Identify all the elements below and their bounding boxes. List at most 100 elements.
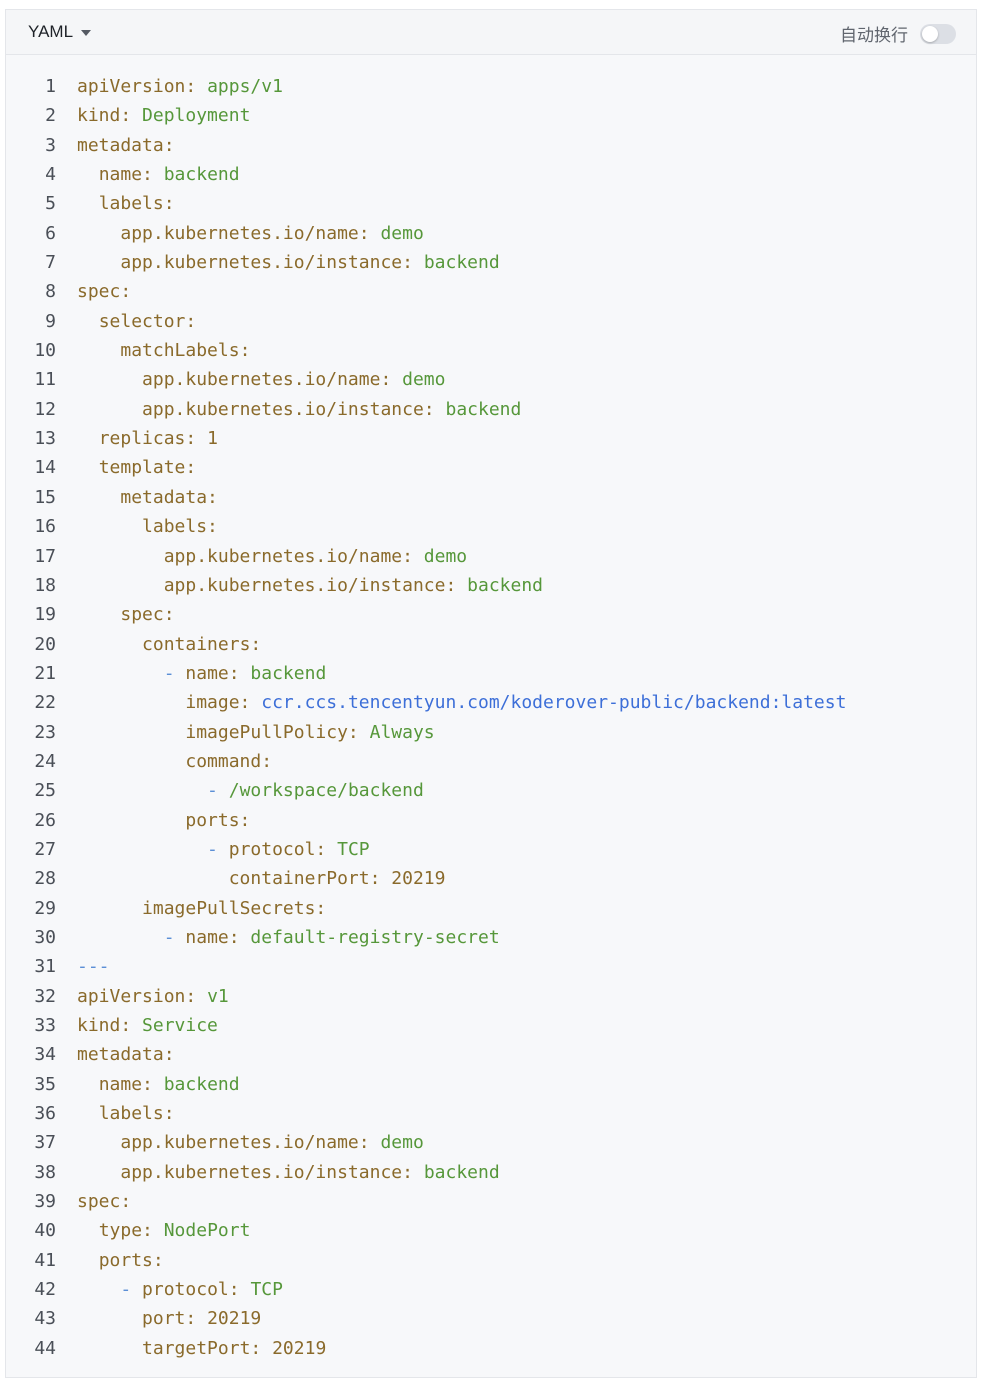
- code-text: containerPort: 20219: [56, 864, 446, 893]
- code-text: - /workspace/backend: [56, 776, 424, 805]
- yaml-key: image:: [185, 692, 251, 714]
- yaml-value: backend: [445, 398, 522, 420]
- code-text: type: NodePort: [56, 1216, 251, 1245]
- list-dash: -: [163, 662, 186, 684]
- auto-wrap-toggle[interactable]: [920, 23, 956, 44]
- code-line: 11 app.kubernetes.io/name: demo: [6, 365, 976, 394]
- code-line: 15 metadata:: [6, 483, 976, 512]
- code-line: 9 selector:: [6, 307, 976, 336]
- yaml-key: app.kubernetes.io/name:: [120, 222, 370, 244]
- code-text: kind: Service: [56, 1011, 218, 1040]
- code-line: 23 imagePullPolicy: Always: [6, 718, 976, 747]
- code-text: ---: [56, 952, 110, 981]
- list-dash: -: [207, 780, 229, 802]
- line-number: 14: [34, 457, 56, 479]
- line-number: 6: [45, 222, 56, 244]
- yaml-key: imagePullSecrets:: [142, 897, 327, 919]
- code-text: imagePullPolicy: Always: [56, 718, 435, 747]
- yaml-key: template:: [98, 457, 197, 479]
- yaml-value: TCP: [337, 838, 370, 860]
- line-number: 10: [34, 340, 56, 362]
- yaml-key: targetPort:: [142, 1337, 262, 1359]
- line-number: 30: [34, 926, 56, 948]
- code-text: replicas: 1: [56, 424, 218, 453]
- yaml-key: imagePullPolicy:: [185, 721, 359, 743]
- code-text: metadata:: [56, 483, 218, 512]
- code-text: template:: [56, 453, 197, 482]
- line-number: 37: [34, 1132, 56, 1154]
- code-line: 42 - protocol: TCP: [6, 1275, 976, 1304]
- code-text: apiVersion: v1: [56, 982, 229, 1011]
- line-number: 39: [34, 1191, 56, 1213]
- yaml-key: app.kubernetes.io/name:: [120, 1132, 370, 1154]
- yaml-key: protocol:: [228, 838, 327, 860]
- code-text: app.kubernetes.io/instance: backend: [56, 395, 521, 424]
- code-text: name: backend: [56, 160, 240, 189]
- yaml-key: apiVersion:: [77, 76, 197, 97]
- yaml-key: app.kubernetes.io/instance:: [120, 252, 413, 274]
- line-number: 13: [34, 428, 56, 450]
- yaml-key: ports:: [98, 1249, 164, 1271]
- yaml-value: 20219: [391, 868, 446, 890]
- code-text: targetPort: 20219: [56, 1334, 326, 1363]
- yaml-key: metadata:: [77, 1044, 175, 1066]
- yaml-value: backend: [163, 1073, 240, 1095]
- yaml-key: app.kubernetes.io/name:: [163, 545, 413, 567]
- code-line: 22 image: ccr.ccs.tencentyun.com/koderov…: [6, 688, 976, 717]
- code-text: spec:: [56, 1187, 131, 1216]
- code-line: 20 containers:: [6, 630, 976, 659]
- yaml-value: NodePort: [163, 1220, 251, 1242]
- yaml-key: command:: [185, 750, 273, 772]
- code-line: 43 port: 20219: [6, 1304, 976, 1333]
- yaml-key: labels:: [98, 193, 175, 215]
- code-line: 37 app.kubernetes.io/name: demo: [6, 1128, 976, 1157]
- line-number: 8: [45, 281, 56, 303]
- yaml-value: demo: [402, 369, 446, 391]
- code-text: labels:: [56, 189, 175, 218]
- yaml-value: v1: [207, 985, 229, 1007]
- line-number: 29: [34, 897, 56, 919]
- code-line: 28 containerPort: 20219: [6, 864, 976, 893]
- code-text: ports:: [56, 806, 250, 835]
- yaml-key: name:: [98, 164, 153, 186]
- code-text: metadata:: [56, 1040, 175, 1069]
- yaml-key: name:: [185, 926, 240, 948]
- yaml-value: Always: [369, 721, 435, 743]
- yaml-value: demo: [423, 545, 468, 567]
- code-line: 25 - /workspace/backend: [6, 776, 976, 805]
- yaml-value: 1: [207, 428, 218, 450]
- yaml-value: Service: [142, 1015, 218, 1036]
- code-line: 29 imagePullSecrets:: [6, 894, 976, 923]
- code-line: 5 labels:: [6, 189, 976, 218]
- code-text: app.kubernetes.io/instance: backend: [56, 571, 543, 600]
- code-text: name: backend: [56, 1070, 240, 1099]
- code-line: 4 name: backend: [6, 160, 976, 189]
- auto-wrap-label: 自动换行: [840, 26, 908, 45]
- code-text: apiVersion: apps/v1: [56, 72, 283, 101]
- code-text: containers:: [56, 630, 261, 659]
- yaml-key: spec:: [77, 1191, 132, 1213]
- yaml-value: Deployment: [142, 105, 251, 127]
- yaml-key: containerPort:: [228, 868, 381, 890]
- yaml-value: backend: [423, 252, 500, 274]
- code-text: labels:: [56, 1099, 175, 1128]
- language-select[interactable]: YAML: [28, 22, 92, 42]
- yaml-key: matchLabels:: [120, 340, 251, 362]
- line-number: 40: [34, 1220, 56, 1242]
- code-line: 14 template:: [6, 453, 976, 482]
- line-number: 23: [34, 721, 56, 743]
- code-line: 38 app.kubernetes.io/instance: backend: [6, 1158, 976, 1187]
- line-number: 2: [45, 105, 56, 127]
- code-line: 13 replicas: 1: [6, 424, 976, 453]
- yaml-key: selector:: [98, 310, 197, 332]
- yaml-key: app.kubernetes.io/name:: [142, 369, 392, 391]
- code-text: - protocol: TCP: [56, 835, 370, 864]
- code-text: port: 20219: [56, 1304, 261, 1333]
- line-number: 42: [34, 1279, 56, 1301]
- code-line: 6 app.kubernetes.io/name: demo: [6, 219, 976, 248]
